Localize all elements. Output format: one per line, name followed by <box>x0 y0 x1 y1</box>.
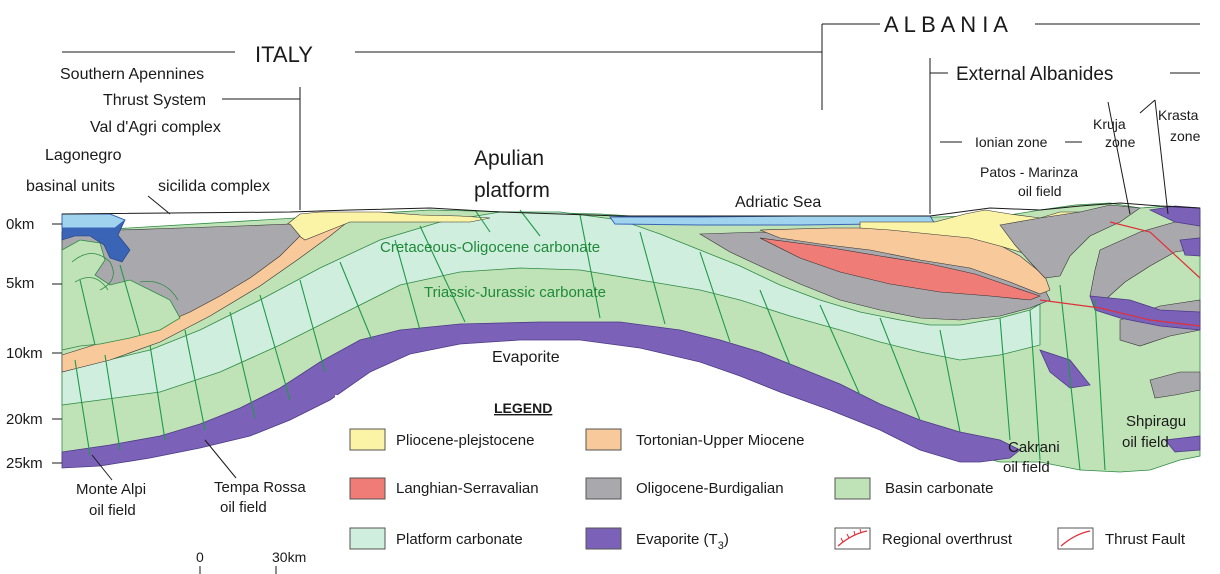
depth-tick-0: 0km <box>6 216 34 233</box>
depth-tick-20: 20km <box>6 411 43 428</box>
legend-label-langhian: Langhian-Serravalian <box>396 480 539 497</box>
southern-apennines-label: Southern Apennines <box>60 66 204 83</box>
shpiragu-oilfield-label: oil field <box>1122 434 1169 451</box>
legend-label-evaporite-close: ) <box>724 531 729 548</box>
legend: LEGEND Pliocene-plejstocene Tortonian-Up… <box>335 395 1186 552</box>
cross-section-body <box>61 202 1201 473</box>
thrust-slice-1 <box>999 204 1141 279</box>
legend-swatch-oligocene <box>585 477 622 500</box>
pliocene-west <box>284 211 491 241</box>
legend-swatch-basin <box>834 477 871 500</box>
adriatic-label: Adriatic Sea <box>735 194 821 211</box>
monte-alpi-label: Monte Alpi <box>76 481 146 498</box>
lagonegro-units <box>61 239 181 351</box>
monte-alpi-leader <box>91 454 113 481</box>
sicilida-leader <box>147 195 171 215</box>
val-dagri-label: Val d'Agri complex <box>90 119 221 136</box>
regional-overthrust-teeth <box>840 528 862 543</box>
thrust-slice-2 <box>1089 219 1201 301</box>
kruja-label: Kruja <box>1093 116 1126 132</box>
legend-swatch-langhian <box>349 477 386 500</box>
regional-overthrust-symbol <box>837 530 868 547</box>
legend-title: LEGEND <box>494 400 552 416</box>
legend-swatch-thrust-fault <box>1057 527 1094 550</box>
legend-label-thrust-fault: Thrust Fault <box>1105 531 1186 548</box>
sicilida-label: sicilida complex <box>158 178 270 195</box>
legend-swatch-pliocene <box>349 428 386 451</box>
monte-alpi-oilfield-label: oil field <box>89 502 136 519</box>
legend-swatch-regional-overthrust <box>834 527 871 550</box>
shpiragu-label: Shpiragu <box>1126 413 1186 430</box>
lagonegro-fold <box>71 253 179 301</box>
header-labels: ITALY A L B A N I A External Albanides S… <box>26 12 1201 215</box>
depth-axis: 0km 5km 10km 20km 25km <box>6 216 62 472</box>
thrust-fault-symbol <box>1060 530 1091 547</box>
evaporite-east-1 <box>1039 349 1091 389</box>
ionian-zone-label: Ionian zone <box>975 134 1048 150</box>
depth-tick-25: 25km <box>6 455 43 472</box>
albania-label: A L B A N I A <box>884 12 1008 37</box>
external-albanides-label: External Albanides <box>956 64 1113 85</box>
patos-oilfield-label: oil field <box>1018 183 1062 199</box>
tempa-rossa-label: Tempa Rossa <box>214 479 306 496</box>
cretaceous-label: Cretaceous-Oligocene carbonate <box>380 239 600 256</box>
italy-label: ITALY <box>255 42 313 67</box>
cakrani-oilfield-label: oil field <box>1003 459 1050 476</box>
scale-start-label: 0 <box>196 549 204 565</box>
legend-label-pliocene: Pliocene-plejstocene <box>396 432 534 449</box>
platform-label: platform <box>474 179 550 202</box>
triassic-label: Triassic-Jurassic carbonate <box>424 284 606 301</box>
thrust-faults <box>1039 221 1201 327</box>
tempa-rossa-oilfield-label: oil field <box>220 499 267 516</box>
section-labels: Cretaceous-Oligocene carbonate Triassic-… <box>76 239 1186 519</box>
evaporite-label: Evaporite <box>492 349 560 366</box>
legend-label-platform: Platform carbonate <box>396 531 523 548</box>
legend-swatch-tortonian <box>585 428 622 451</box>
evaporite-body <box>61 321 1021 469</box>
scale-end-label: 30km <box>272 549 306 565</box>
legend-label-evaporite: Evaporite (T3) <box>636 531 729 552</box>
thrust-system-label: Thrust System <box>103 92 206 109</box>
tempa-rossa-leader <box>204 439 237 479</box>
legend-swatch-evaporite <box>585 527 622 550</box>
evaporite-east-4 <box>1179 237 1201 257</box>
lagonegro-label: Lagonegro <box>45 147 122 164</box>
seabed-line <box>61 202 1201 217</box>
evaporite-east-5 <box>1164 435 1201 453</box>
cakrani-label: Cakrani <box>1008 439 1060 456</box>
basinal-units-label: basinal units <box>26 178 115 195</box>
legend-label-regional-overthrust: Regional overthrust <box>882 531 1013 548</box>
scale-bar: 0 30km <box>196 549 306 574</box>
patos-marinza-label: Patos - Marinza <box>980 164 1078 180</box>
krasta-zone-label: zone <box>1170 128 1201 144</box>
legend-label-evaporite-sub: 3 <box>718 540 724 552</box>
apulian-label: Apulian <box>474 147 544 170</box>
thrust-slice-4 <box>1149 371 1201 399</box>
legend-swatch-platform <box>349 527 386 550</box>
legend-label-tortonian: Tortonian-Upper Miocene <box>636 432 804 449</box>
langhian-body <box>759 237 1041 301</box>
depth-tick-5: 5km <box>6 275 34 292</box>
evaporite-east-2 <box>1089 295 1201 331</box>
fault-lines <box>74 209 1106 471</box>
sea-band-west <box>61 213 126 229</box>
legend-background <box>335 395 695 523</box>
krasta-label: Krasta <box>1158 107 1199 123</box>
header-rules <box>62 23 1200 215</box>
legend-label-oligocene: Oligocene-Burdigalian <box>636 480 784 497</box>
kruja-zone-label: zone <box>1105 134 1136 150</box>
legend-label-basin: Basin carbonate <box>885 480 993 497</box>
depth-tick-10: 10km <box>6 345 43 362</box>
